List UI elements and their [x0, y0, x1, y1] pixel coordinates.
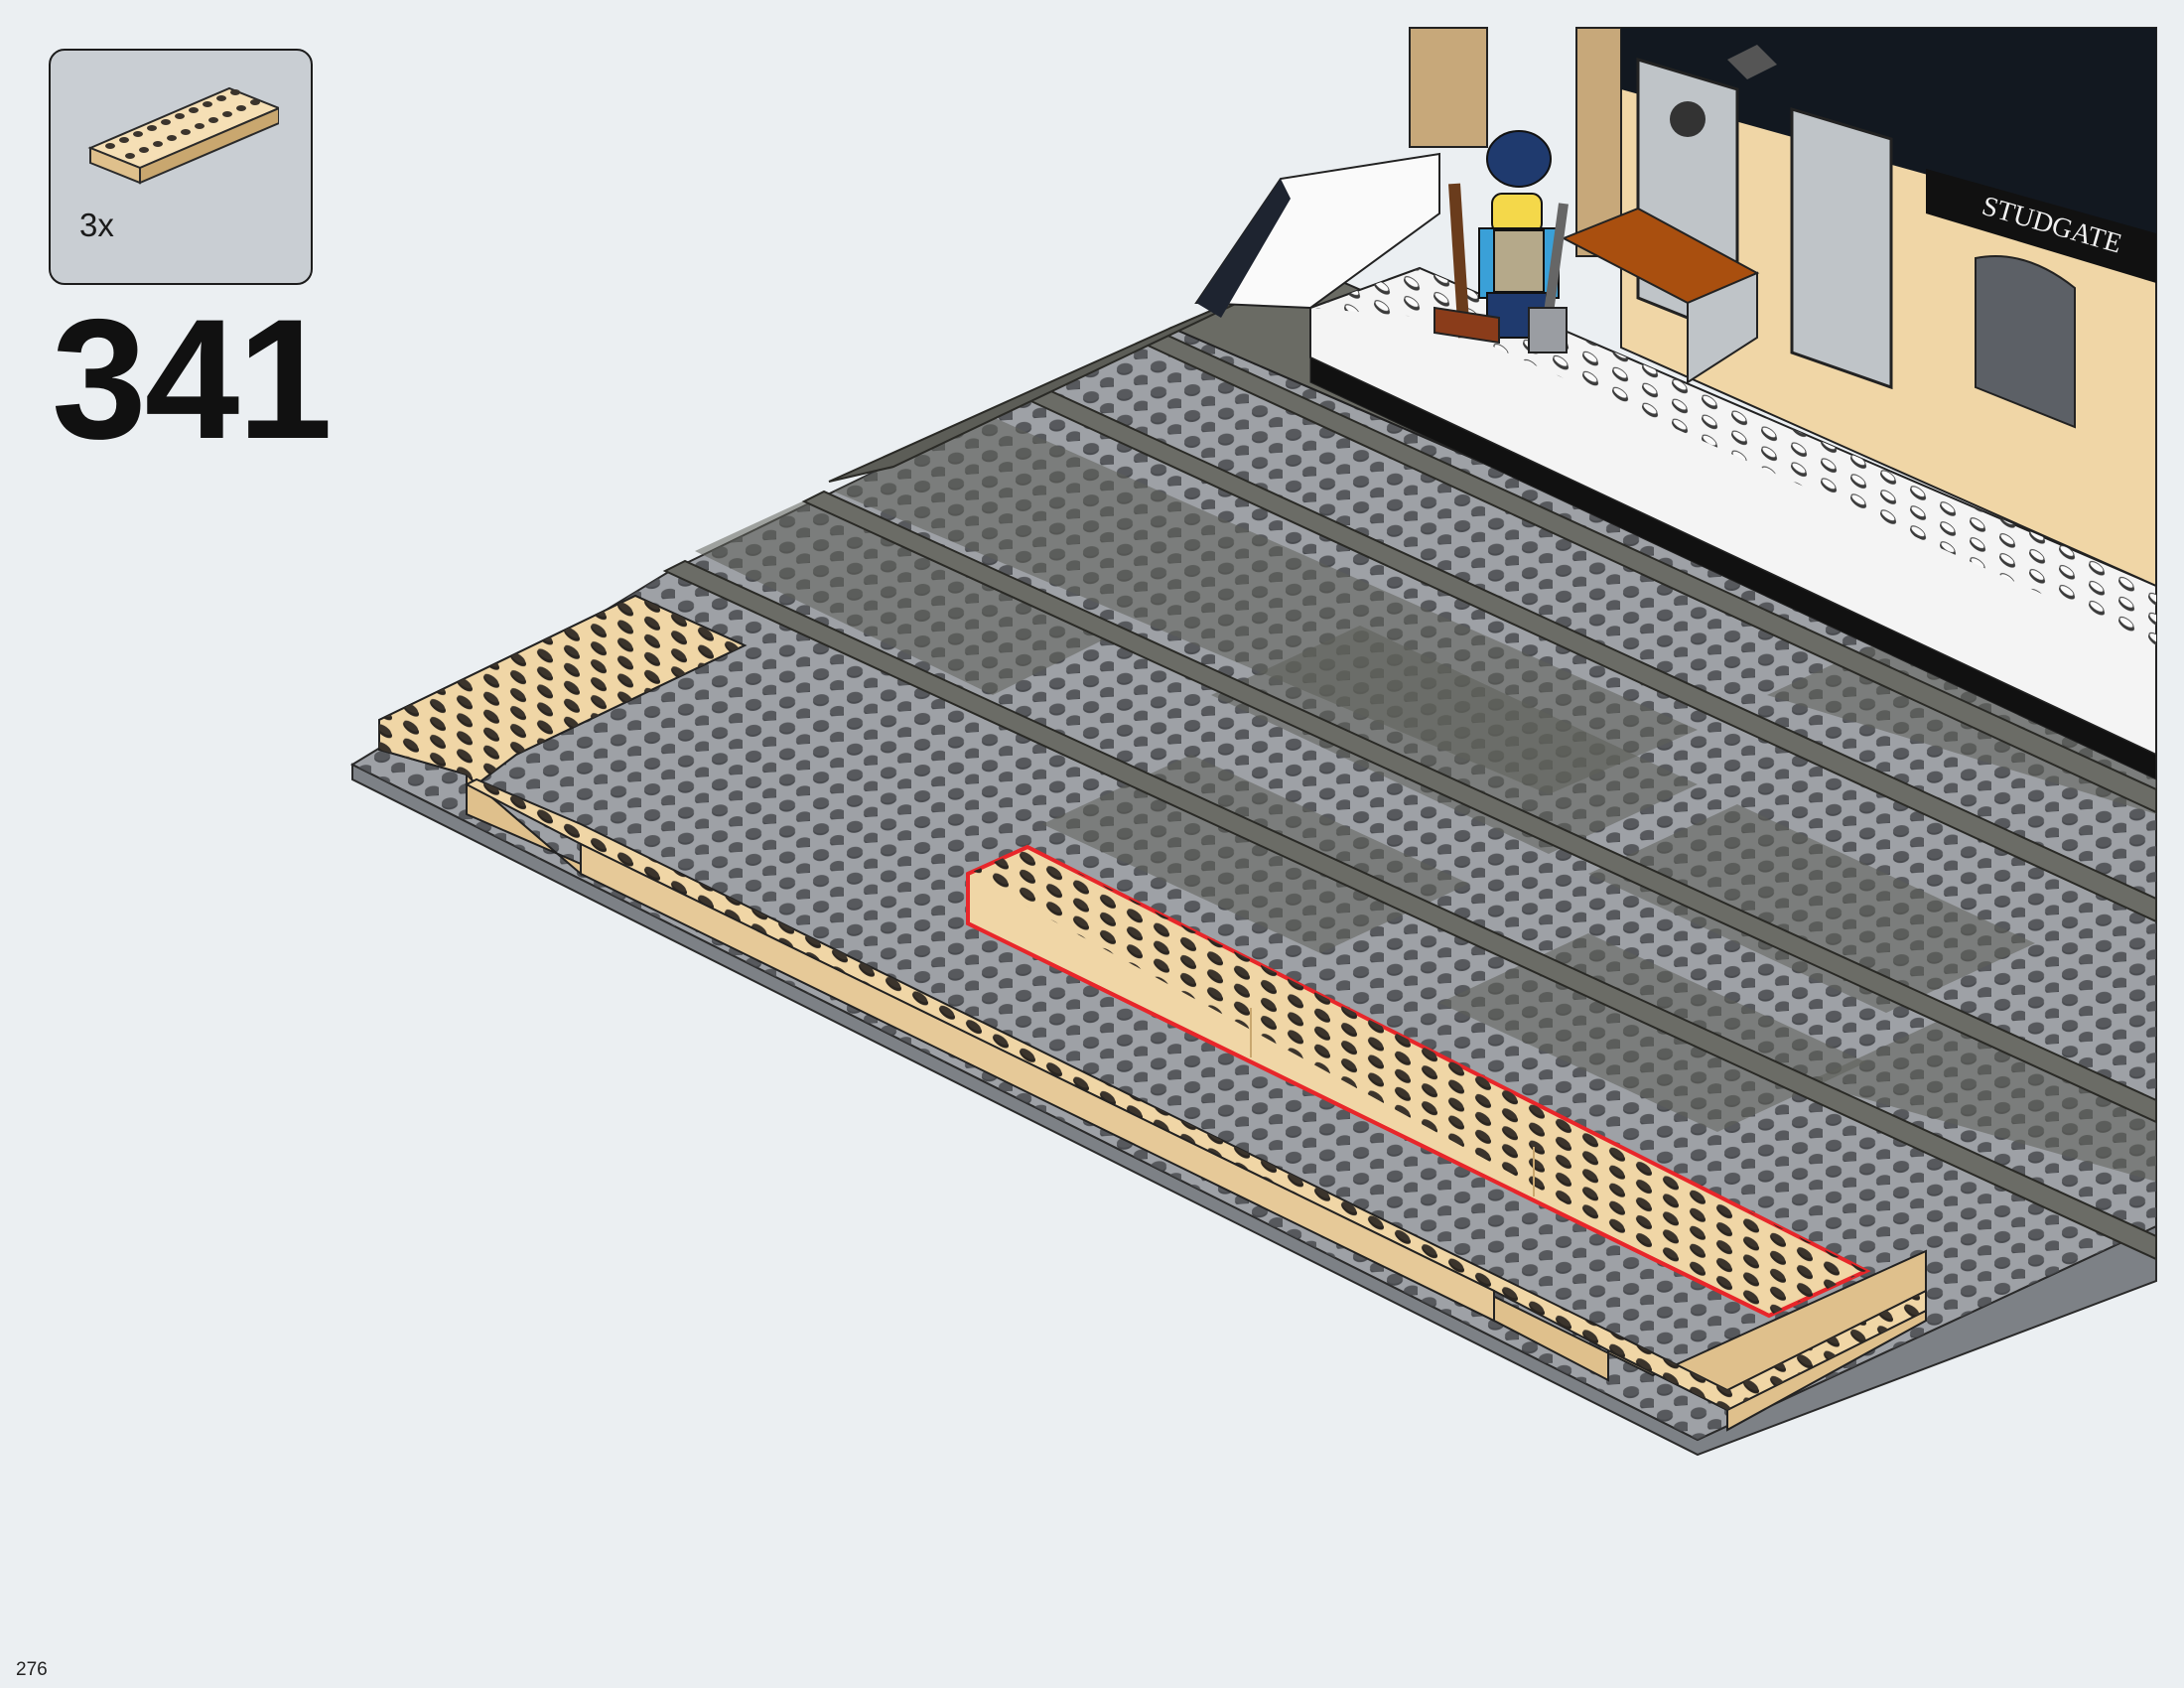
part-quantity: 3x — [79, 207, 114, 243]
platform — [1194, 152, 2157, 780]
parts-callout: 3x — [49, 49, 313, 285]
bench — [1561, 207, 1760, 384]
tan-brick-2x10-icon — [87, 86, 279, 185]
rails — [662, 267, 2157, 1261]
step-number: 341 — [52, 284, 333, 475]
tan-border — [378, 594, 1927, 1432]
page-number: 276 — [16, 1659, 48, 1680]
minifigure — [1433, 130, 1569, 353]
station-building: STUDGATE — [1409, 27, 2157, 588]
new-brick-highlight — [966, 844, 1871, 1319]
